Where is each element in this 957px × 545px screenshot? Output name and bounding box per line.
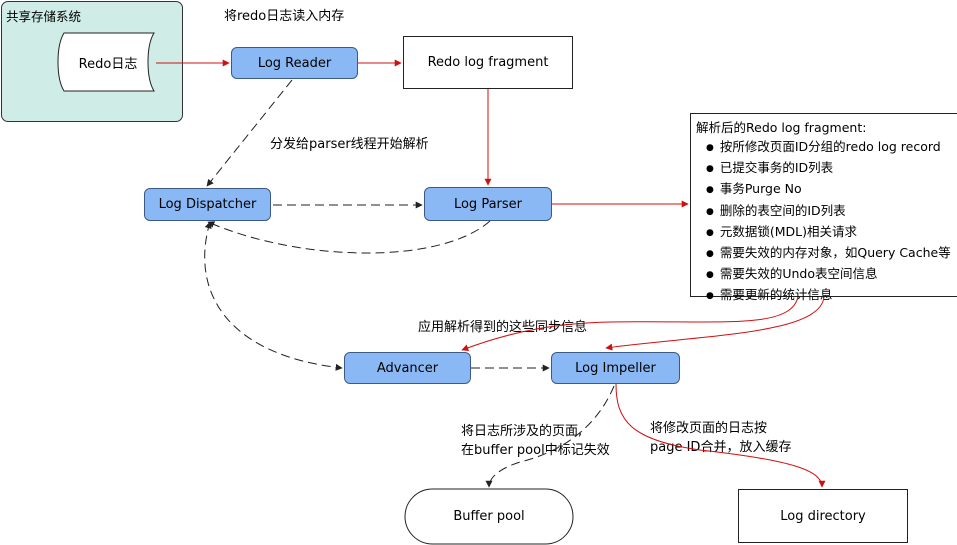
arrow-info-to-advancer <box>461 296 799 352</box>
log-dispatcher-node[interactable]: Log Dispatcher <box>144 188 271 221</box>
list-item: 已提交事务的ID列表 <box>696 158 957 179</box>
label-dispatch-to-parser: 分发给parser线程开始解析 <box>270 137 429 152</box>
arrow-reader-to-dispatcher <box>206 79 293 187</box>
arrow-impeller-to-directory <box>615 383 826 488</box>
list-item: 按所修改页面ID分组的redo log record <box>696 137 957 158</box>
list-item: 需要失效的Undo表空间信息 <box>696 264 957 285</box>
parsed-fragment-list: 按所修改页面ID分组的redo log record 已提交事务的ID列表 事务… <box>696 137 957 307</box>
parsed-fragment-title: 解析后的Redo log fragment: <box>696 120 867 135</box>
arrow-info-to-impeller <box>605 296 825 351</box>
log-directory-node[interactable]: Log directory <box>738 489 908 543</box>
list-item: 需要失效的内存对象，如Query Cache等 <box>696 243 957 264</box>
label-read-into-memory: 将redo日志读入内存 <box>224 9 345 24</box>
label-apply-sync-info: 应用解析得到的这些同步信息 <box>418 320 588 335</box>
arrow-dispatcher-to-advancer <box>204 221 343 371</box>
log-reader-node[interactable]: Log Reader <box>231 47 358 79</box>
log-impeller-node[interactable]: Log Impeller <box>551 352 680 384</box>
label-invalidate-line1: 将日志所涉及的页面, <box>461 424 583 439</box>
list-item: 需要更新的统计信息 <box>696 285 957 306</box>
arrow-parser-to-dispatcher <box>207 220 491 254</box>
advancer-node[interactable]: Advancer <box>344 352 471 384</box>
redo-log-shape <box>57 32 155 92</box>
buffer-pool-shape <box>404 488 574 545</box>
arrow-impeller-to-bufferpool <box>485 385 615 488</box>
buffer-pool-node[interactable]: Buffer pool <box>453 509 525 524</box>
label-merge-line2: page ID合并，放入缓存 <box>650 440 792 455</box>
list-item: 元数据锁(MDL)相关请求 <box>696 222 957 243</box>
redo-log-node[interactable]: Redo日志 <box>78 56 138 72</box>
shared-storage-title: 共享存储系统 <box>6 9 82 24</box>
list-item: 事务Purge No <box>696 179 957 200</box>
label-invalidate-line2: 在buffer pool中标记失效 <box>461 443 610 458</box>
label-merge-line1: 将修改页面的日志按 <box>650 421 768 436</box>
redo-fragment-node[interactable]: Redo log fragment <box>403 36 573 89</box>
parsed-fragment-box: 解析后的Redo log fragment: 按所修改页面ID分组的redo l… <box>690 113 957 302</box>
log-parser-node[interactable]: Log Parser <box>424 187 552 221</box>
list-item: 删除的表空间的ID列表 <box>696 201 957 222</box>
